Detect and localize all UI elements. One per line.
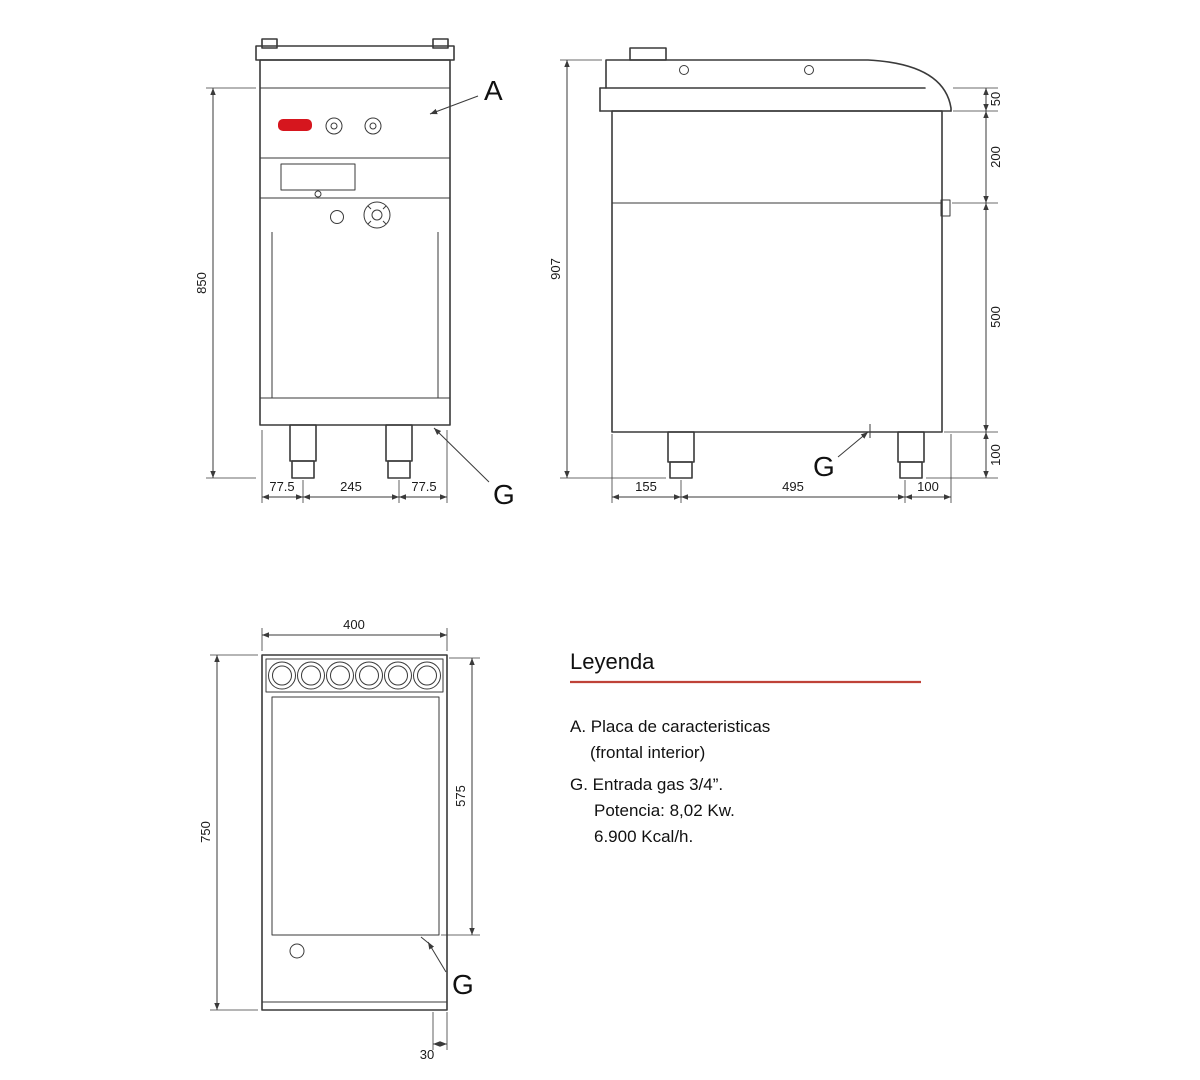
- top-view-dimensions: 400 750 575 30: [198, 617, 480, 1062]
- tank-opening: [271, 696, 440, 936]
- dim-bottom-left: 77.5: [269, 479, 294, 494]
- dim-right-1: 50: [988, 92, 1003, 106]
- side-view-dimensions: 907 50 200 500 100 155 495 100: [548, 59, 1003, 503]
- gas-inlet-tick: [420, 936, 433, 947]
- cabinet-body: [611, 110, 943, 433]
- burner-icon: [355, 661, 383, 690]
- burner-icon: [384, 661, 412, 690]
- worktop-edge: [255, 45, 455, 61]
- knob-tick: [367, 220, 372, 225]
- burner-inner: [301, 665, 321, 686]
- control-knob-center: [371, 209, 383, 221]
- dim-height: 907: [548, 258, 563, 280]
- knob-tick: [382, 220, 387, 225]
- side-bracket: [940, 199, 951, 217]
- leg: [667, 431, 695, 463]
- dim-bottom-3: 100: [917, 479, 939, 494]
- burner-strip: [265, 658, 444, 693]
- legend: Leyenda A. Placa de caracteristicas (fro…: [570, 649, 921, 846]
- knob-icon: [364, 117, 382, 135]
- foot: [899, 461, 923, 479]
- dim-height: 850: [194, 272, 209, 294]
- dim-bottom: 30: [420, 1047, 434, 1062]
- burner-icon: [297, 661, 325, 690]
- callout-g: G: [813, 451, 835, 482]
- knob-icon: [325, 117, 343, 135]
- front-view-outline: [255, 38, 455, 426]
- leader-line-a: [429, 95, 479, 115]
- front-view-dimensions: 850 77.5 245 77.5: [194, 87, 448, 503]
- front-view: 850 77.5 245 77.5 A G: [194, 38, 515, 510]
- burner-inner: [330, 665, 350, 686]
- rear-tab: [629, 47, 667, 61]
- front-view-details: [278, 117, 391, 229]
- side-view-callouts: G: [813, 424, 871, 482]
- cabinet-body: [259, 59, 451, 426]
- dim-bottom-1: 155: [635, 479, 657, 494]
- leg: [289, 424, 317, 462]
- front-view-callouts: A G: [429, 75, 515, 510]
- piezo-button: [330, 210, 344, 224]
- callout-g: G: [493, 479, 515, 510]
- dim-right-3: 500: [988, 306, 1003, 328]
- callout-a: A: [484, 75, 503, 106]
- plan-body: [261, 654, 448, 1011]
- dim-inner-depth: 575: [453, 785, 468, 807]
- burner-icon: [413, 661, 441, 690]
- foot: [669, 461, 693, 479]
- side-view-legs: [667, 431, 925, 479]
- dim-bottom-right: 77.5: [411, 479, 436, 494]
- top-view-callouts: G: [420, 936, 474, 1000]
- legend-item-power: Potencia: 8,02 Kw.: [594, 801, 735, 820]
- dim-bottom-center: 245: [340, 479, 362, 494]
- brand-logo: [278, 119, 312, 131]
- side-view-outline: [599, 47, 952, 433]
- screw-icon: [679, 65, 689, 75]
- foot: [387, 460, 411, 479]
- dim-depth: 750: [198, 821, 213, 843]
- drain-hole: [289, 943, 305, 959]
- dim-right-2: 200: [988, 146, 1003, 168]
- burner-inner: [417, 665, 437, 686]
- dim-right-4: 100: [988, 444, 1003, 466]
- legend-item-kcal: 6.900 Kcal/h.: [594, 827, 693, 846]
- legend-item-g: G. Entrada gas 3/4”.: [570, 775, 723, 794]
- leader-line-g: [427, 941, 447, 973]
- burner-inner: [272, 665, 292, 686]
- leg: [897, 431, 925, 463]
- burner-inner: [388, 665, 408, 686]
- top-tab-right: [432, 38, 449, 49]
- front-view-legs: [289, 424, 413, 479]
- leg: [385, 424, 413, 462]
- leader-line-g: [837, 431, 869, 458]
- foot: [291, 460, 315, 479]
- legend-item-a-sub: (frontal interior): [590, 743, 705, 762]
- top-view: 400 750 575 30 G: [198, 617, 480, 1062]
- knob-center: [330, 122, 338, 130]
- burner-icon: [268, 661, 296, 690]
- burner-icon: [326, 661, 354, 690]
- top-view-outline: [261, 654, 448, 1011]
- burner-inner: [359, 665, 379, 686]
- side-view: 907 50 200 500 100 155 495 100: [548, 47, 1003, 503]
- knob-center: [369, 122, 377, 130]
- dim-width: 400: [343, 617, 365, 632]
- top-profile: [605, 59, 952, 112]
- dim-bottom-2: 495: [782, 479, 804, 494]
- legend-title: Leyenda: [570, 649, 655, 674]
- legend-item-a: A. Placa de caracteristicas: [570, 717, 770, 736]
- top-tab-left: [261, 38, 278, 49]
- pilot-hole: [314, 190, 322, 198]
- screw-icon: [804, 65, 814, 75]
- callout-g: G: [452, 969, 474, 1000]
- knob-tick: [382, 205, 387, 210]
- control-knob: [363, 201, 391, 229]
- drawer-front: [280, 163, 356, 191]
- knob-tick: [367, 205, 372, 210]
- leader-line-g: [433, 427, 490, 483]
